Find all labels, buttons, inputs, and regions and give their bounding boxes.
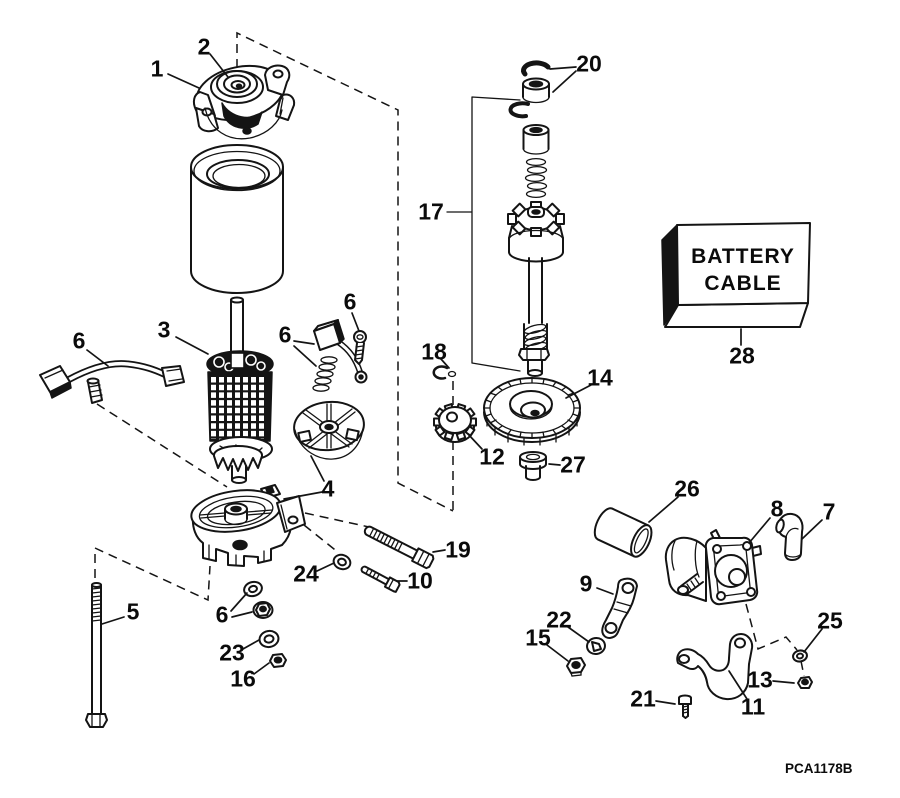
part-end-housing <box>190 484 306 567</box>
callout-25: 25 <box>817 607 843 634</box>
part-drive-assembly <box>507 60 565 377</box>
callout-6-hardware: 6 <box>215 601 229 628</box>
callout-22: 22 <box>546 606 572 633</box>
part-nut-16 <box>269 653 287 668</box>
part-bolt-19 <box>363 525 435 570</box>
callout-2: 2 <box>197 33 211 60</box>
part-brush-lead <box>39 360 185 404</box>
callout-3: 3 <box>157 316 171 343</box>
part-end-cap <box>192 64 296 140</box>
part-armature <box>206 296 274 484</box>
part-nut-13 <box>797 676 813 689</box>
callout-13: 13 <box>747 666 773 693</box>
callout-4: 4 <box>321 475 335 502</box>
battery-box-line1: BATTERY <box>691 245 795 268</box>
callout-6-lead: 6 <box>72 327 86 354</box>
assembly-dashed-lines <box>94 31 805 677</box>
callout-19: 19 <box>445 536 471 563</box>
part-bracket-11 <box>676 633 754 701</box>
part-brush-plate <box>293 400 365 460</box>
callout-15: 15 <box>525 624 551 651</box>
callout-6-screw: 6 <box>343 288 357 315</box>
leader-lines <box>86 53 823 705</box>
part-elbow-7 <box>775 512 804 561</box>
callout-10: 10 <box>407 567 433 594</box>
callout-1: 1 <box>150 55 164 82</box>
battery-box-line2: CABLE <box>704 272 781 295</box>
callout-27: 27 <box>560 451 586 478</box>
diagram-code: PCA1178B <box>785 761 853 776</box>
callout-7: 7 <box>822 498 836 525</box>
callout-6-brush: 6 <box>278 321 292 348</box>
callout-17: 17 <box>418 198 444 225</box>
part-frame-cylinder <box>190 144 284 294</box>
part-strap-9 <box>601 577 638 639</box>
part-washer-24 <box>332 553 352 571</box>
part-eclip-18 <box>432 365 457 380</box>
callout-24: 24 <box>293 560 319 587</box>
callout-26: 26 <box>674 475 700 502</box>
callout-11: 11 <box>740 693 766 720</box>
part-sleeve-26 <box>593 507 653 558</box>
callout-5: 5 <box>126 598 140 625</box>
part-washer-25 <box>792 649 808 663</box>
callout-16: 16 <box>230 665 256 692</box>
callout-8: 8 <box>770 495 784 522</box>
callout-12: 12 <box>479 443 505 470</box>
part-washer-22 <box>586 636 606 656</box>
callout-18: 18 <box>421 338 447 365</box>
part-ring-gear-14 <box>483 377 581 446</box>
callout-20: 20 <box>576 50 602 77</box>
part-bolt-10 <box>360 565 401 593</box>
callout-21: 21 <box>630 685 656 712</box>
part-through-bolt <box>85 582 108 728</box>
part-pinion-gear-12 <box>433 403 477 443</box>
battery-cable-box: BATTERY CABLE <box>661 222 811 346</box>
part-washer-23 <box>258 629 280 649</box>
part-brush-kit <box>312 319 368 392</box>
part-nut-15 <box>566 657 586 677</box>
callout-9: 9 <box>579 570 593 597</box>
part-solenoid <box>664 529 762 606</box>
part-washer-6 <box>243 580 263 598</box>
bracket-17 <box>446 96 521 372</box>
callout-28: 28 <box>729 342 755 369</box>
part-screw-21 <box>678 694 692 719</box>
part-nut-6 <box>252 601 274 619</box>
callout-14: 14 <box>587 364 613 391</box>
part-bushing-27 <box>519 451 547 481</box>
callout-23: 23 <box>219 639 245 666</box>
